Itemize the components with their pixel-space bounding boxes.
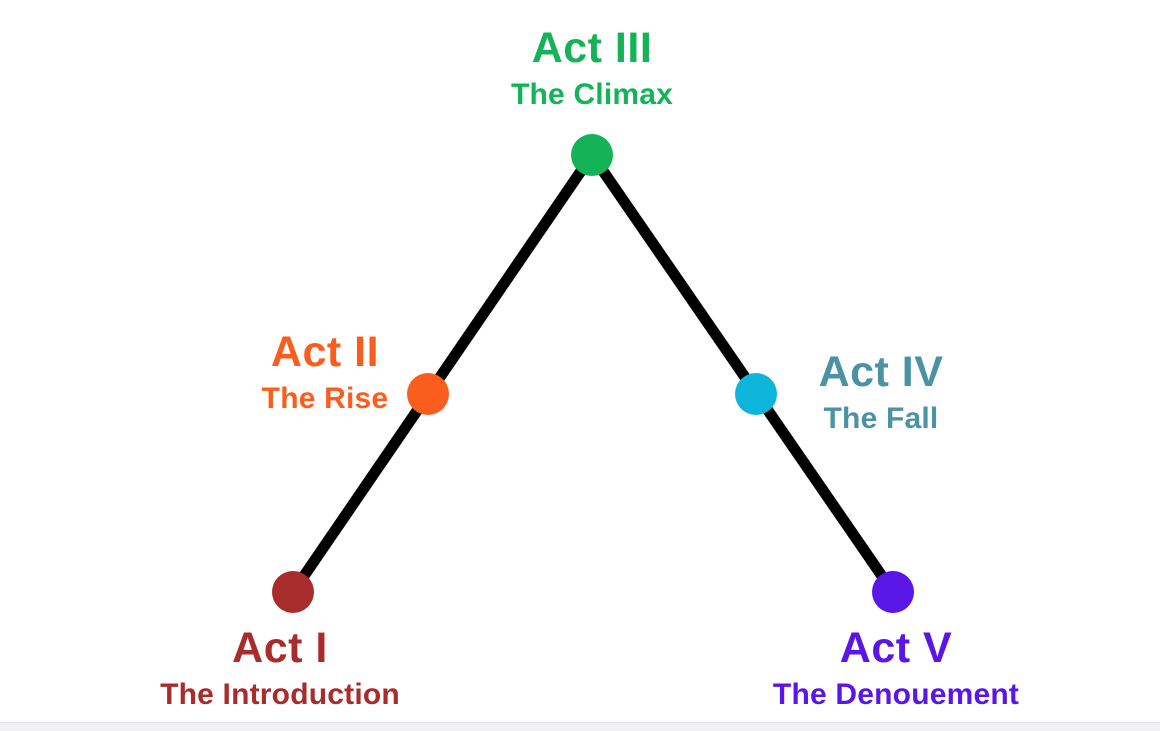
act5-subtitle: The Denouement (772, 678, 1020, 712)
act1-subtitle: The Introduction (160, 678, 400, 712)
act2-subtitle: The Rise (261, 382, 389, 416)
act1-label: Act I The Introduction (120, 624, 440, 712)
act2-label: Act II The Rise (165, 328, 485, 416)
act5-dot (872, 571, 914, 613)
act4-dot (735, 373, 777, 415)
act4-subtitle: The Fall (823, 402, 939, 436)
act1-title: Act I (232, 624, 328, 672)
act2-title: Act II (270, 328, 380, 376)
act3-subtitle: The Climax (510, 78, 674, 112)
act5-label: Act V The Denouement (736, 624, 1056, 712)
act3-label: Act III The Climax (432, 24, 752, 112)
page-bottom-strip (0, 722, 1160, 731)
act4-title: Act IV (818, 348, 944, 396)
act3-title: Act III (531, 24, 653, 72)
act2-dot (407, 373, 449, 415)
act4-label: Act IV The Fall (721, 348, 1041, 436)
act3-dot (571, 134, 613, 176)
act1-dot (272, 571, 314, 613)
act5-title: Act V (839, 624, 953, 672)
